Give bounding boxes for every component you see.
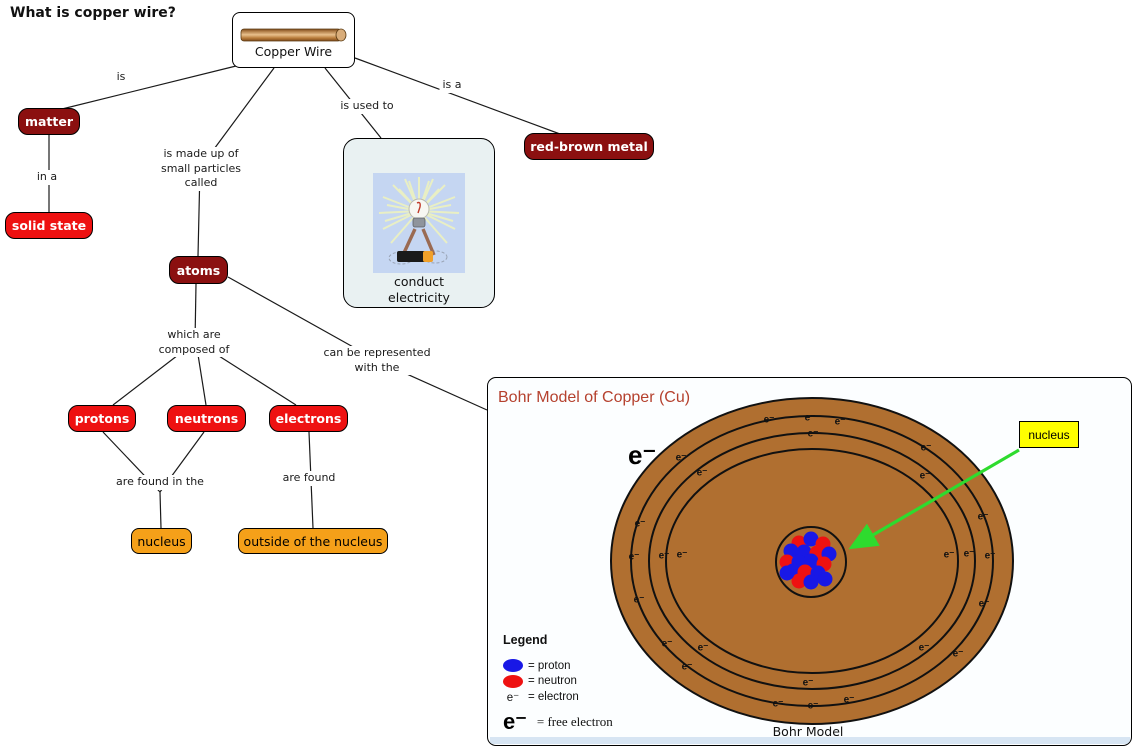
orbit-electron-symbol: e⁻ (807, 700, 819, 712)
orbit-electron-symbol: e⁻ (943, 549, 955, 561)
proton-dot-icon (503, 659, 523, 673)
shell-3 (648, 432, 976, 690)
electrons-label: electrons (275, 411, 342, 426)
shell-2 (630, 415, 994, 707)
node-atoms[interactable]: atoms (169, 256, 228, 284)
legend-neutron-text: = neutron (528, 675, 577, 688)
orbit-electron-symbol: e⁻ (772, 698, 784, 710)
shell-4 (665, 448, 959, 674)
legend-row-electron: e⁻ = electron (503, 689, 613, 705)
edge-label-composed: which are composed of (155, 328, 233, 358)
protons-label: protons (74, 411, 130, 426)
proton-particle (803, 531, 819, 547)
orbit-electron-symbol: e⁻ (675, 452, 687, 464)
proton-particle (803, 553, 819, 569)
node-neutrons[interactable]: neutrons (167, 405, 246, 432)
solid-state-label: solid state (11, 218, 87, 233)
orbit-electron-symbol: e⁻ (628, 551, 640, 563)
orbit-electron-symbol: e⁻ (802, 677, 814, 689)
orbit-electron-symbol: e⁻ (634, 518, 646, 530)
proton-particle (817, 571, 833, 587)
node-conduct-electricity[interactable]: conduct electricity (343, 138, 495, 308)
proton-particle (779, 565, 795, 581)
node-copper-wire[interactable]: Copper Wire (232, 12, 355, 68)
edge-label-is-a: is a (439, 78, 465, 93)
red-brown-metal-label: red-brown metal (530, 139, 648, 154)
orbit-electron-symbol: e⁻ (696, 467, 708, 479)
bohr-panel-title: Bohr Model of Copper (Cu) (498, 389, 691, 406)
atoms-label: atoms (176, 262, 221, 278)
nucleus-pointer-arrow (848, 448, 1020, 550)
page-title: What is copper wire? (10, 5, 176, 21)
bohr-model-drawing (490, 397, 1130, 744)
legend-heading: Legend (503, 633, 548, 647)
copper-wire-image (240, 28, 347, 41)
edge-is-line (61, 65, 237, 110)
node-protons[interactable]: protons (68, 405, 136, 432)
orbit-electron-symbol: e⁻ (661, 638, 673, 650)
edge-is-a-line (354, 57, 561, 135)
node-outside-nucleus[interactable]: outside of the nucleus (238, 528, 388, 554)
electron-symbol-icon: e⁻ (506, 691, 520, 704)
orbit-electron-symbol: e⁻ (834, 416, 846, 428)
legend-electron-text: = electron (528, 690, 579, 703)
bohr-legend: Legend = proton = neutron e⁻ = electron … (503, 633, 613, 733)
free-electron-symbol-icon: e⁻ (503, 708, 527, 734)
neutron-dot-icon (503, 674, 523, 688)
legend-free-electron-text: = free electron (536, 713, 613, 729)
edge-label-used-to: is used to (337, 99, 397, 114)
orbit-electron-symbol: e⁻ (763, 414, 775, 426)
orbit-electron-symbol: e⁻ (658, 550, 670, 562)
copper-wire-label: Copper Wire (254, 43, 333, 59)
edge-nucleus-stem-line (159, 491, 162, 529)
bohr-panel: Bohr Model of Copper (Cu) e⁻ nucleus Leg… (487, 377, 1132, 746)
legend-row-proton: = proton (503, 658, 613, 674)
neutron-particle (791, 573, 807, 589)
conduct-electricity-label: conduct electricity (388, 274, 450, 305)
nucleus-particles (779, 531, 837, 590)
orbit-electron-symbol: e⁻ (804, 412, 816, 424)
legend-row-free-electron: e⁻ = free electron (503, 708, 613, 734)
node-electrons[interactable]: electrons (269, 405, 348, 432)
neutrons-label: neutrons (174, 411, 239, 426)
orbit-electron-symbol: e⁻ (843, 694, 855, 706)
proton-particle (803, 574, 819, 590)
orbit-electron-symbol: e⁻ (676, 549, 688, 561)
legend-proton-text: = proton (528, 659, 571, 672)
orbit-electron-symbol: e⁻ (952, 648, 964, 660)
nucleus-callout-label: nucleus (1019, 421, 1079, 448)
orbit-electron-symbol: e⁻ (681, 661, 693, 673)
matter-label: matter (24, 114, 74, 129)
orbit-electron-symbol: e⁻ (984, 550, 996, 562)
free-electron-symbol: e⁻ (628, 440, 657, 470)
nucleus-node-label: nucleus (137, 533, 186, 549)
lightbulb-battery-image (373, 173, 465, 273)
orbit-electron-symbol: e⁻ (919, 470, 931, 482)
orbit-electron-symbol: e⁻ (978, 598, 990, 610)
panel-bottom-strip (490, 737, 1130, 744)
edge-label-represented: can be represented with the (320, 346, 434, 376)
edge-label-found: are found (279, 471, 339, 486)
orbit-electron-symbol: e⁻ (918, 642, 930, 654)
orbit-electron-symbol: e⁻ (633, 594, 645, 606)
orbit-electron-symbol: e⁻ (697, 642, 709, 654)
orbit-electron-symbol: e⁻ (920, 442, 932, 454)
node-solid-state[interactable]: solid state (5, 212, 93, 239)
legend-row-neutron: = neutron (503, 674, 613, 690)
edge-label-found-in: are found in the (113, 475, 207, 490)
orbit-electron-symbol: e⁻ (977, 511, 989, 523)
orbit-electron-symbol: e⁻ (963, 548, 975, 560)
outside-nucleus-label: outside of the nucleus (243, 533, 383, 549)
node-nucleus[interactable]: nucleus (131, 528, 192, 554)
edge-label-is: is (113, 70, 129, 85)
edge-label-made-up: is made up of small particles called (157, 147, 245, 191)
bohr-caption: Bohr Model (772, 724, 844, 739)
edge-label-in-a: in a (33, 170, 61, 185)
orbit-electron-symbol: e⁻ (807, 428, 819, 440)
node-matter[interactable]: matter (18, 108, 80, 135)
node-red-brown-metal[interactable]: red-brown metal (524, 133, 654, 160)
